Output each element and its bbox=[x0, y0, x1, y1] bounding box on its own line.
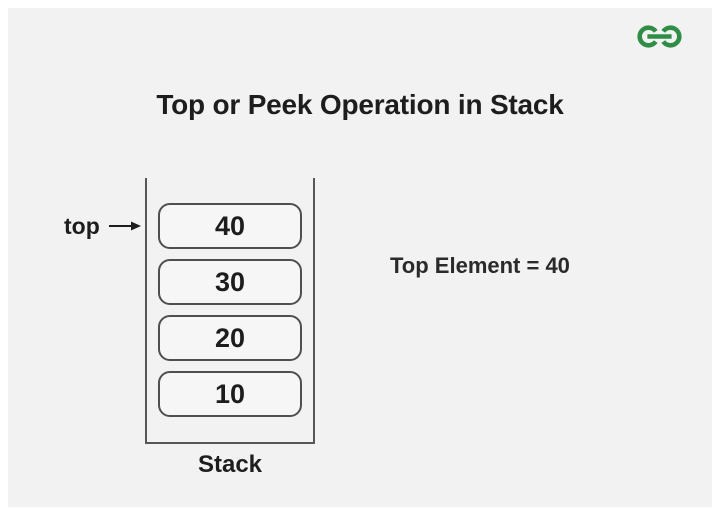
stack-element: 20 bbox=[158, 315, 302, 361]
page-title: Top or Peek Operation in Stack bbox=[156, 89, 564, 120]
geeksforgeeks-logo-icon bbox=[637, 25, 682, 48]
right-arrow-icon bbox=[108, 221, 141, 231]
top-pointer-label: top bbox=[64, 213, 100, 239]
stack-caption: Stack bbox=[197, 451, 263, 478]
diagram-canvas bbox=[8, 8, 712, 507]
top-element-annotation: Top Element = 40 bbox=[390, 253, 570, 278]
stack-element: 10 bbox=[158, 371, 302, 417]
top-pointer: top bbox=[64, 211, 141, 241]
stack-container: 40 30 20 10 bbox=[145, 178, 315, 444]
stack-element: 30 bbox=[158, 259, 302, 305]
stack-element: 40 bbox=[158, 203, 302, 249]
